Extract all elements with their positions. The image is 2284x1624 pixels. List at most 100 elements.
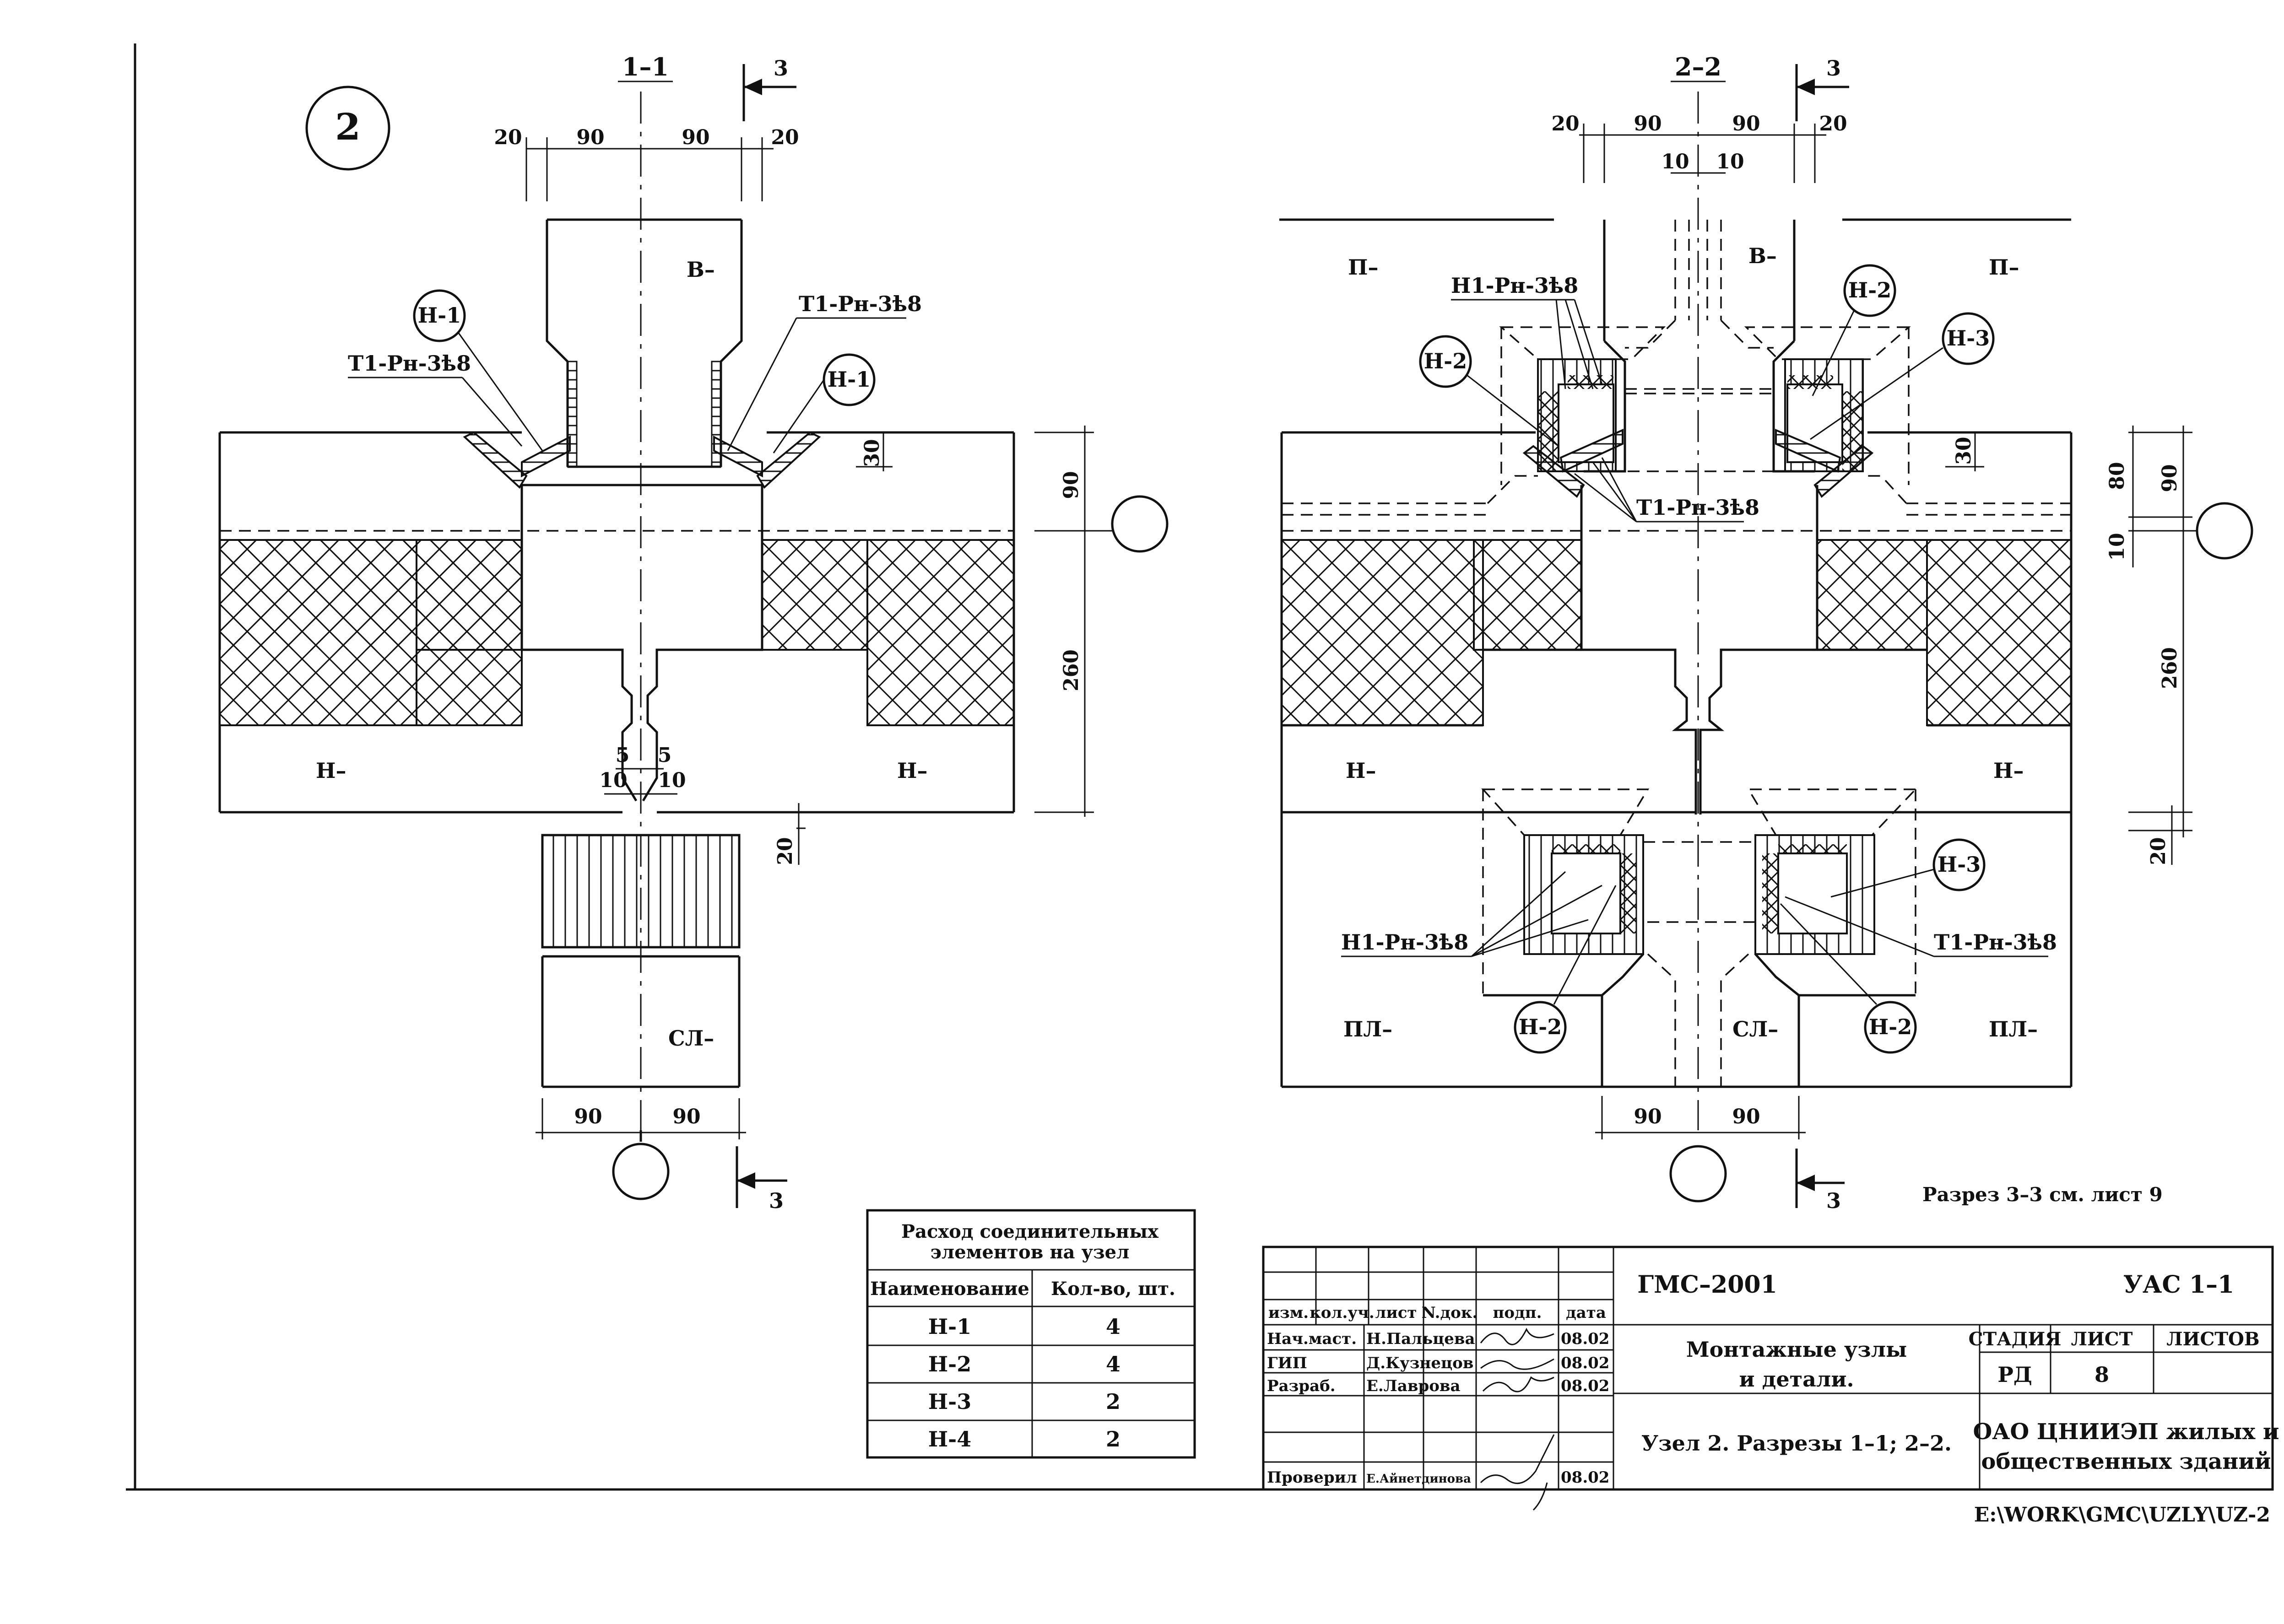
svg-text:260: 260 [2158, 647, 2181, 689]
svg-text:90: 90 [682, 126, 709, 149]
tb-sheets-header: ЛИСТОВ [2166, 1328, 2259, 1350]
s11-dims-bottom: 90 90 [536, 1098, 746, 1139]
tb-col-header: подп. [1493, 1304, 1542, 1322]
tb-role: Разраб. [1267, 1377, 1336, 1395]
table-cell: 2 [1106, 1389, 1120, 1414]
consumption-table: Расход соединительных элементов на узел … [866, 1209, 1196, 1459]
section-2-2: 2–2 3 20 90 90 20 10 10 [1279, 52, 2253, 1213]
tb-name: Д.Кузнецов [1366, 1354, 1473, 1372]
s11-weld-label-right: Т1-Рн-3ѣ8 [799, 291, 922, 316]
s22-label-top-right: П– [1989, 255, 2019, 280]
svg-text:20: 20 [774, 837, 797, 865]
tb-col-header: дата [1566, 1304, 1606, 1322]
s22-upper-zone: П– В– П– [1279, 218, 2071, 532]
svg-text:20: 20 [2147, 837, 2170, 865]
tb-col-header: лист [1375, 1304, 1417, 1322]
s11-label-slab-left: Н– [316, 758, 346, 783]
s22-axis-bubble-bottom [1669, 1145, 1727, 1203]
svg-text:10: 10 [1716, 150, 1744, 173]
s11-label-wall-top: В– [687, 257, 715, 282]
svg-text:20: 20 [1551, 112, 1579, 135]
s22-callout-n3-b: Н-3 [1938, 852, 1981, 877]
tb-name: Е.Айнетдинова [1366, 1472, 1471, 1486]
tb-doc-title-1: Монтажные узлы [1686, 1337, 1907, 1362]
tb-col-header: кол.уч. [1310, 1304, 1375, 1322]
s22-axis-bubble-right [2196, 502, 2253, 560]
s22-cut-label-bottom: 3 [1826, 1188, 1841, 1213]
s11-axis-bubble-right [1111, 495, 1169, 553]
s11-callouts: Н-1 Т1-Рн-3ѣ8 Н-1 Т1-Рн-3ѣ8 [348, 289, 922, 453]
svg-text:90: 90 [1634, 112, 1662, 135]
s22-lower-zone: ПЛ– СЛ– ПЛ– [1282, 788, 2071, 1088]
s11-upper-wall: В– [546, 218, 743, 468]
node-number: 2 [335, 105, 361, 148]
s22-callout-n2-a: Н-2 [1424, 349, 1467, 373]
tb-role: Проверил [1267, 1468, 1357, 1487]
svg-text:30: 30 [861, 439, 884, 467]
tb-stage-header: СТАДИЯ [1969, 1328, 2062, 1350]
s11-callout-n1-left: Н-1 [418, 303, 461, 328]
table-cell: Н-2 [928, 1352, 972, 1376]
svg-text:90: 90 [576, 126, 604, 149]
s11-label-slab-right: Н– [897, 758, 927, 783]
file-path: E:\WORK\GMC\UZLY\UZ-2 [1974, 1503, 2270, 1527]
section-1-1: 1–1 3 20 90 90 20 В– [218, 52, 1169, 1213]
signature-scribbles [1480, 1327, 1555, 1511]
s22-weld-label-3: Н1-Рн-3ѣ8 [1341, 930, 1468, 955]
s22-label-mid-left: Н– [1346, 758, 1376, 783]
table-title-1: Расход соединительных [901, 1221, 1159, 1242]
s11-cut-label-top: 3 [774, 56, 788, 81]
tb-date: 08.02 [1561, 1330, 1609, 1348]
tb-role: ГИП [1267, 1354, 1307, 1372]
sheet-frame [126, 43, 2273, 1491]
tb-code: ГМС–2001 [1637, 1271, 1777, 1299]
svg-text:20: 20 [494, 126, 522, 149]
table-cell: Н-4 [928, 1427, 972, 1451]
svg-text:20: 20 [1819, 112, 1847, 135]
s22-callout-n2-b: Н-2 [1848, 278, 1892, 302]
svg-text:90: 90 [574, 1105, 602, 1128]
svg-text:5: 5 [658, 744, 672, 767]
table-cell: Н-1 [928, 1314, 972, 1339]
tb-date: 08.02 [1561, 1377, 1609, 1395]
tb-doc-title-2: и детали. [1739, 1367, 1854, 1392]
svg-text:260: 260 [1060, 649, 1083, 691]
svg-text:90: 90 [1060, 471, 1083, 499]
s22-dims-right: 80 90 10 260 20 30 [1945, 426, 2192, 865]
s11-floor-slab: Н– Н– [218, 431, 1015, 814]
svg-text:30: 30 [1952, 437, 1975, 464]
s11-axis-bubble-bottom [612, 1143, 670, 1200]
s11-cut-label-bottom: 3 [769, 1188, 784, 1213]
table-cell: Н-3 [928, 1389, 972, 1414]
table-cell: 2 [1106, 1427, 1120, 1451]
tb-date: 08.02 [1561, 1468, 1609, 1487]
s22-label-bot-left: ПЛ– [1343, 1017, 1392, 1041]
s22-label-bot-right: ПЛ– [1989, 1017, 2038, 1041]
section-2-2-title: 2–2 [1675, 52, 1721, 81]
table-title-2: элементов на узел [931, 1241, 1130, 1263]
s11-weld-label-left: Т1-Рн-3ѣ8 [348, 351, 471, 376]
svg-text:80: 80 [2105, 462, 2129, 490]
s22-label-mid-right: Н– [1993, 758, 2024, 783]
node-number-marker: 2 [305, 86, 390, 171]
svg-text:90: 90 [1634, 1105, 1662, 1128]
s11-dims-right: 90 260 30 20 [774, 426, 1094, 865]
table-header-qty: Кол-во, шт. [1051, 1278, 1175, 1300]
tb-role: Нач.маст. [1267, 1330, 1357, 1348]
s11-dims-joint: 5 5 10 10 [599, 744, 686, 795]
tb-stage: РД [1997, 1362, 2032, 1387]
s11-dims-top: 20 90 90 20 [494, 126, 799, 201]
svg-text:90: 90 [1732, 112, 1760, 135]
svg-text:5: 5 [616, 744, 630, 767]
table-cell: 4 [1106, 1314, 1120, 1339]
tb-org-2: общественных зданий [1981, 1449, 2271, 1474]
tb-col-header: N.док. [1422, 1304, 1478, 1322]
tb-sheet: 8 [2095, 1362, 2109, 1387]
s22-callout-n2-d: Н-2 [1869, 1014, 1912, 1039]
s22-label-bot-center: СЛ– [1732, 1017, 1778, 1041]
tb-sheet-mark: УАС 1–1 [2123, 1271, 2234, 1299]
s22-weld-label-4: Т1-Рн-3ѣ8 [1934, 930, 2057, 955]
svg-text:10: 10 [599, 769, 627, 792]
section-note: Разрез 3–3 см. лист 9 [1922, 1183, 2163, 1206]
